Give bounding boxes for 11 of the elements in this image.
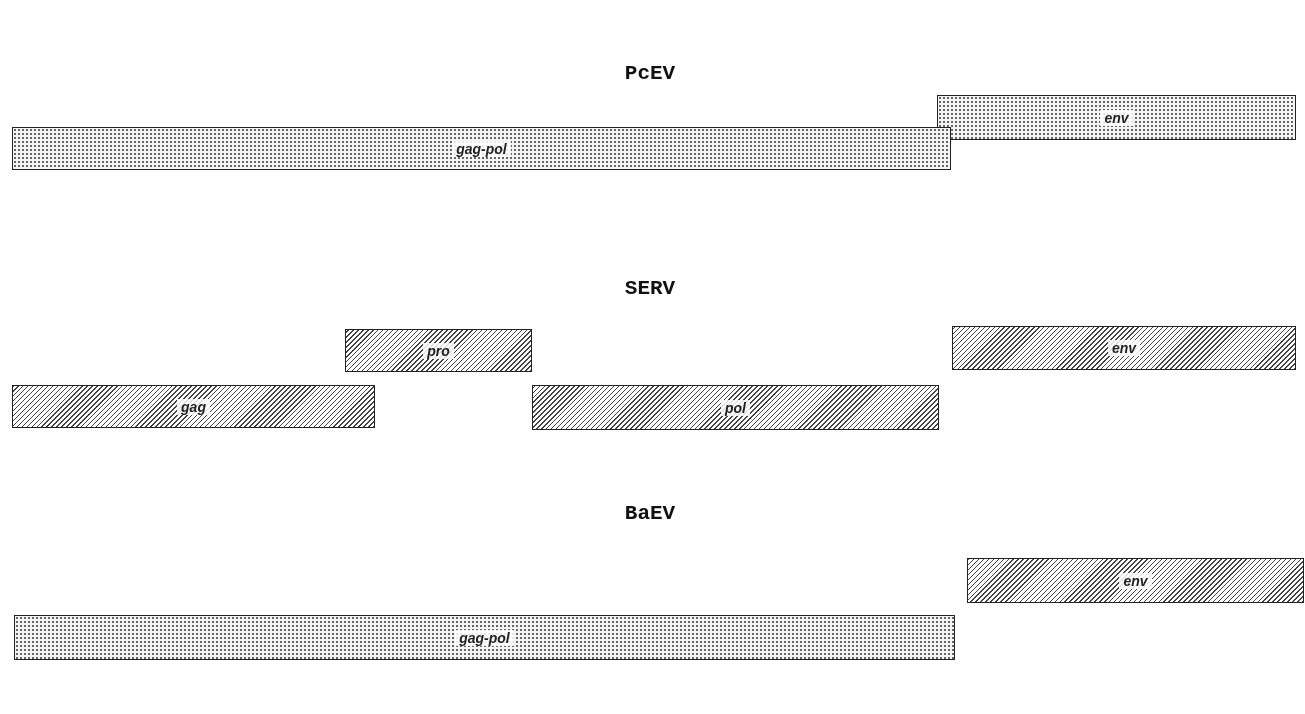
genome-title: BaEV xyxy=(624,502,676,525)
orf-bar: env xyxy=(967,558,1304,603)
orf-bar: pol xyxy=(532,385,939,430)
orf-bar: env xyxy=(937,95,1296,140)
genome-title: PcEV xyxy=(624,62,676,85)
genome-title: SERV xyxy=(624,277,676,300)
orf-bar: gag-pol xyxy=(12,127,951,170)
orf-bar: pro xyxy=(345,329,532,372)
orf-bar: gag xyxy=(12,385,375,428)
orf-bar: gag-pol xyxy=(14,615,955,660)
orf-bar: env xyxy=(952,326,1296,370)
